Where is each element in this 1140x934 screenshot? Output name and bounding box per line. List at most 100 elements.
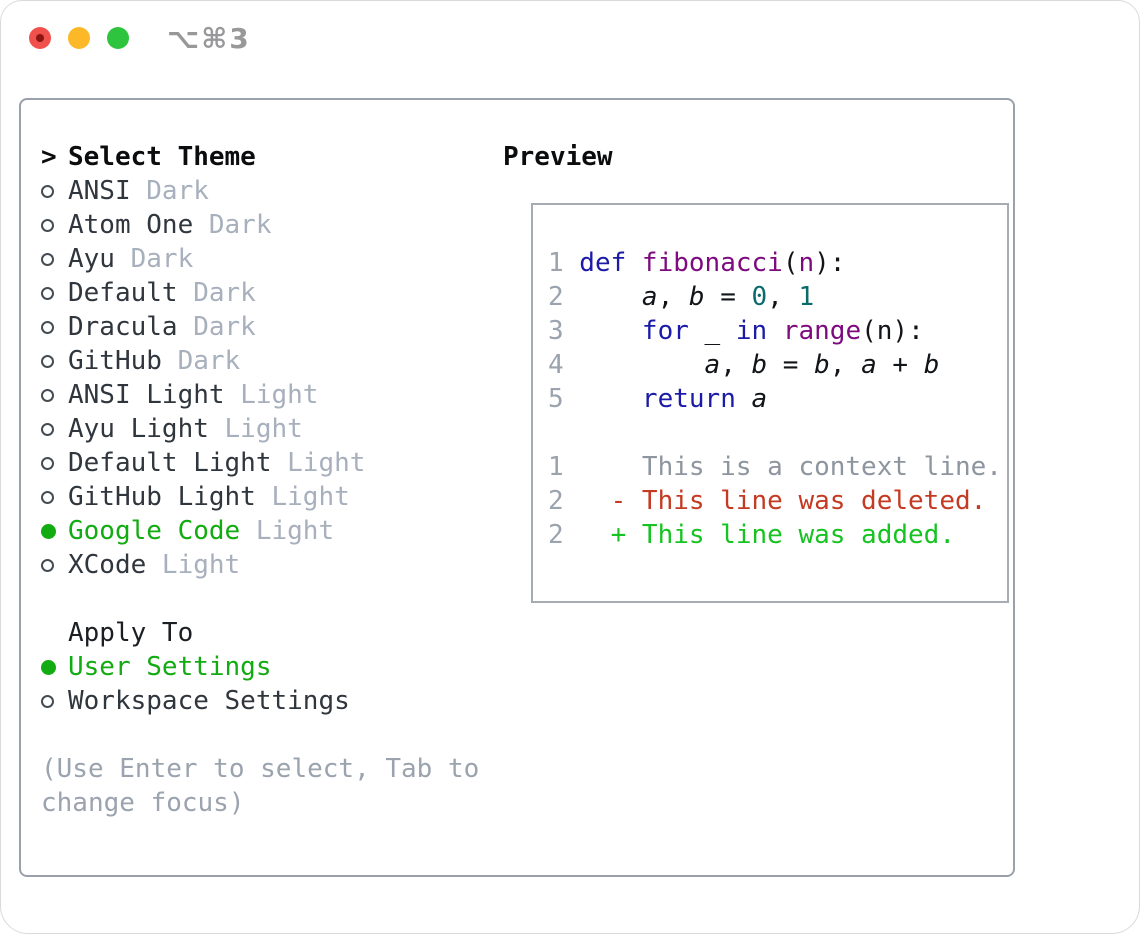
radio-icon xyxy=(41,422,54,436)
code-token: b xyxy=(923,350,940,380)
code-line: 1 def fibonacci(n): xyxy=(548,246,999,280)
theme-option-label: Default Light xyxy=(68,448,272,478)
theme-option-label: Ayu Light xyxy=(68,414,209,444)
code-token: + This line was added. xyxy=(579,520,955,550)
code-line: 2 - This line was deleted. xyxy=(548,484,999,518)
zoom-button[interactable] xyxy=(107,27,129,49)
apply-to-option-label: User Settings xyxy=(68,652,272,682)
keyboard-hint: (Use Enter to select, Tab to change focu… xyxy=(41,754,480,818)
spacer xyxy=(41,718,491,752)
theme-option-variant: Light xyxy=(161,550,241,580)
apply-to-option-label: Workspace Settings xyxy=(68,686,350,716)
radio-icon xyxy=(41,320,54,334)
theme-option-variant: Dark xyxy=(193,312,256,342)
code-line: 2 + This line was added. xyxy=(548,518,999,552)
line-number: 5 xyxy=(548,384,564,414)
close-button[interactable] xyxy=(29,27,51,49)
theme-option[interactable]: GitHub Dark xyxy=(41,344,491,378)
code-token xyxy=(579,384,642,414)
minimize-button[interactable] xyxy=(68,27,90,49)
theme-option[interactable]: Ayu Light Light xyxy=(41,412,491,446)
code-token: n xyxy=(798,248,815,278)
radio-icon xyxy=(41,490,54,504)
code-line: 4 a, b = b, a + b xyxy=(548,348,999,382)
code-token: - This line was deleted. xyxy=(579,486,987,516)
theme-option[interactable]: Atom One Dark xyxy=(41,208,491,242)
code-token xyxy=(626,248,642,278)
apply-to-option[interactable]: User Settings xyxy=(41,650,491,684)
code-token: 0 xyxy=(751,282,768,312)
code-token xyxy=(579,350,704,380)
line-number: 2 xyxy=(548,282,564,312)
code-token: fibonacci xyxy=(641,248,783,278)
window-title: ⌥⌘3 xyxy=(167,22,251,55)
code-token: = xyxy=(704,282,752,312)
apply-to-option[interactable]: Workspace Settings xyxy=(41,684,491,718)
code-token: b xyxy=(814,350,830,380)
theme-option[interactable]: Default Light Light xyxy=(41,446,491,480)
code-token xyxy=(579,282,642,312)
radio-icon xyxy=(41,218,54,232)
code-token: 1 xyxy=(798,282,815,312)
theme-option-variant: Dark xyxy=(146,176,209,206)
theme-option-variant: Light xyxy=(287,448,366,478)
theme-option[interactable]: Default Dark xyxy=(41,276,491,310)
radio-icon xyxy=(41,694,54,708)
radio-icon xyxy=(41,456,54,470)
line-number: 2 xyxy=(548,520,564,550)
theme-option[interactable]: Ayu Dark xyxy=(41,242,491,276)
theme-option-variant: Light xyxy=(240,380,319,410)
code-token: (n): xyxy=(861,316,924,346)
code-token: b xyxy=(751,350,768,380)
theme-option-label: Atom One xyxy=(68,210,194,240)
radio-icon xyxy=(41,388,54,402)
select-theme-heading: Select Theme xyxy=(68,142,256,172)
theme-option-variant: Light xyxy=(271,482,350,512)
line-number: 1 xyxy=(548,452,564,482)
theme-option-label: Default xyxy=(68,278,178,308)
theme-option-variant: Dark xyxy=(193,278,256,308)
code-line: 3 for _ in range(n): xyxy=(548,314,999,348)
code-token: _ xyxy=(688,316,736,346)
theme-option-variant: Dark xyxy=(177,346,241,376)
line-number: 1 xyxy=(548,248,564,278)
theme-option-label: ANSI Light xyxy=(68,380,225,410)
code-token: ( xyxy=(782,248,799,278)
prompt-caret-icon: > xyxy=(41,142,57,172)
code-token: in xyxy=(735,316,768,346)
theme-option[interactable]: ANSI Light Light xyxy=(41,378,491,412)
code-token: def xyxy=(579,248,627,278)
code-line: 2 a, b = 0, 1 xyxy=(548,280,999,314)
code-line: 5 return a xyxy=(548,382,999,416)
apply-to-heading: Apply To xyxy=(68,618,194,648)
code-token: , xyxy=(767,282,799,312)
code-line xyxy=(548,416,999,450)
radio-icon xyxy=(41,558,54,572)
radio-icon xyxy=(41,354,54,368)
radio-icon xyxy=(41,286,54,300)
preview-heading: Preview xyxy=(503,142,613,172)
code-token: , xyxy=(657,282,689,312)
code-token: for xyxy=(641,316,689,346)
theme-option-label: XCode xyxy=(68,550,147,580)
theme-option-variant: Dark xyxy=(130,244,194,274)
code-token: a xyxy=(861,350,877,380)
theme-option[interactable]: XCode Light xyxy=(41,548,491,582)
theme-option-variant: Light xyxy=(224,414,303,444)
unsaved-changes-dot-icon xyxy=(36,34,44,42)
theme-option-label: Ayu xyxy=(68,244,115,274)
code-token: ): xyxy=(814,248,846,278)
theme-option-variant: Dark xyxy=(208,210,272,240)
theme-option-label: Google Code xyxy=(68,516,241,546)
code-token: a xyxy=(751,384,768,414)
theme-option-label: GitHub xyxy=(68,346,162,376)
